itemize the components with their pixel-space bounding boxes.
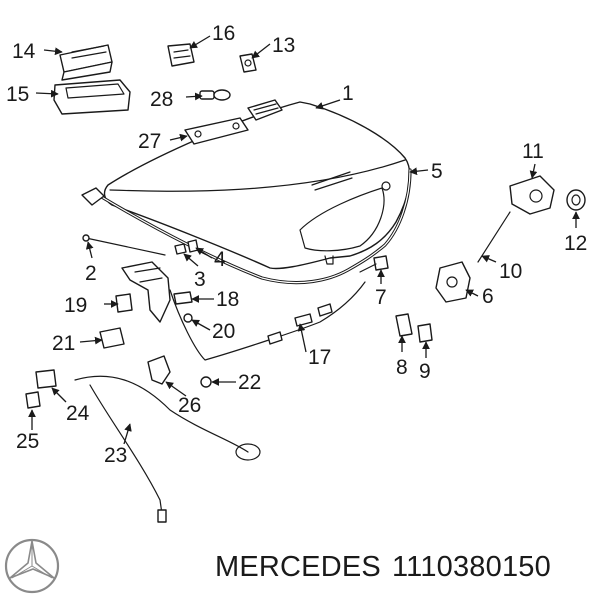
trunk-lid bbox=[103, 101, 411, 270]
callout-9: 9 bbox=[419, 360, 431, 383]
mercedes-star-icon bbox=[4, 538, 60, 594]
callout-8: 8 bbox=[396, 356, 408, 379]
callout-2: 2 bbox=[85, 262, 97, 285]
lamp-lens bbox=[53, 79, 131, 115]
callout-7: 7 bbox=[375, 286, 387, 309]
callout-20: 20 bbox=[212, 320, 235, 343]
callout-22: 22 bbox=[238, 371, 261, 394]
brand-name: MERCEDES bbox=[215, 551, 381, 583]
callout-14: 14 bbox=[12, 40, 36, 63]
callout-3: 3 bbox=[194, 268, 206, 291]
callout-27: 27 bbox=[138, 130, 161, 153]
clip-13 bbox=[239, 53, 257, 73]
switch-16 bbox=[167, 43, 195, 67]
part-caption: MERCEDES 1110380150 bbox=[215, 551, 562, 584]
rod-10 bbox=[477, 211, 511, 263]
callout-15: 15 bbox=[6, 83, 29, 106]
release-cable-17 bbox=[169, 281, 366, 361]
leader-lines bbox=[28, 35, 580, 445]
callout-21: 21 bbox=[52, 332, 75, 355]
callout-25: 25 bbox=[16, 430, 39, 453]
callout-28: 28 bbox=[150, 88, 173, 111]
callout-11: 11 bbox=[522, 140, 544, 163]
callout-5: 5 bbox=[431, 160, 443, 183]
grommet-12 bbox=[566, 189, 586, 211]
gas-strut-2 bbox=[82, 234, 166, 256]
callout-18: 18 bbox=[216, 288, 239, 311]
lamp-housing bbox=[59, 44, 113, 81]
callout-16: 16 bbox=[212, 22, 235, 45]
motor-11 bbox=[509, 175, 555, 215]
callout-10: 10 bbox=[499, 260, 522, 283]
parts-8-9 bbox=[395, 313, 433, 343]
small-parts-3-4 bbox=[174, 239, 199, 255]
callout-6: 6 bbox=[482, 285, 494, 308]
small-parts-22-26 bbox=[25, 355, 212, 409]
callout-1: 1 bbox=[342, 82, 354, 105]
hinge-assembly bbox=[121, 261, 171, 323]
callout-13: 13 bbox=[272, 34, 295, 57]
bowden-cable-23 bbox=[74, 375, 261, 523]
callout-4: 4 bbox=[214, 248, 226, 271]
callout-numbers: 1 2 3 4 5 6 7 8 9 10 11 12 13 14 15 16 1… bbox=[6, 22, 587, 467]
handle-27 bbox=[184, 117, 249, 145]
callout-12: 12 bbox=[564, 232, 587, 255]
lid-trim-strip bbox=[247, 99, 283, 121]
part-number: 1110380150 bbox=[391, 551, 551, 583]
callout-17: 17 bbox=[308, 346, 331, 369]
callout-24: 24 bbox=[66, 402, 90, 425]
small-parts-18-21 bbox=[99, 291, 193, 349]
part-7 bbox=[359, 255, 389, 273]
bulb-28 bbox=[199, 89, 231, 101]
callout-19: 19 bbox=[64, 294, 87, 317]
lock-6 bbox=[435, 261, 471, 303]
callout-23: 23 bbox=[104, 444, 127, 467]
callout-26: 26 bbox=[178, 394, 201, 417]
